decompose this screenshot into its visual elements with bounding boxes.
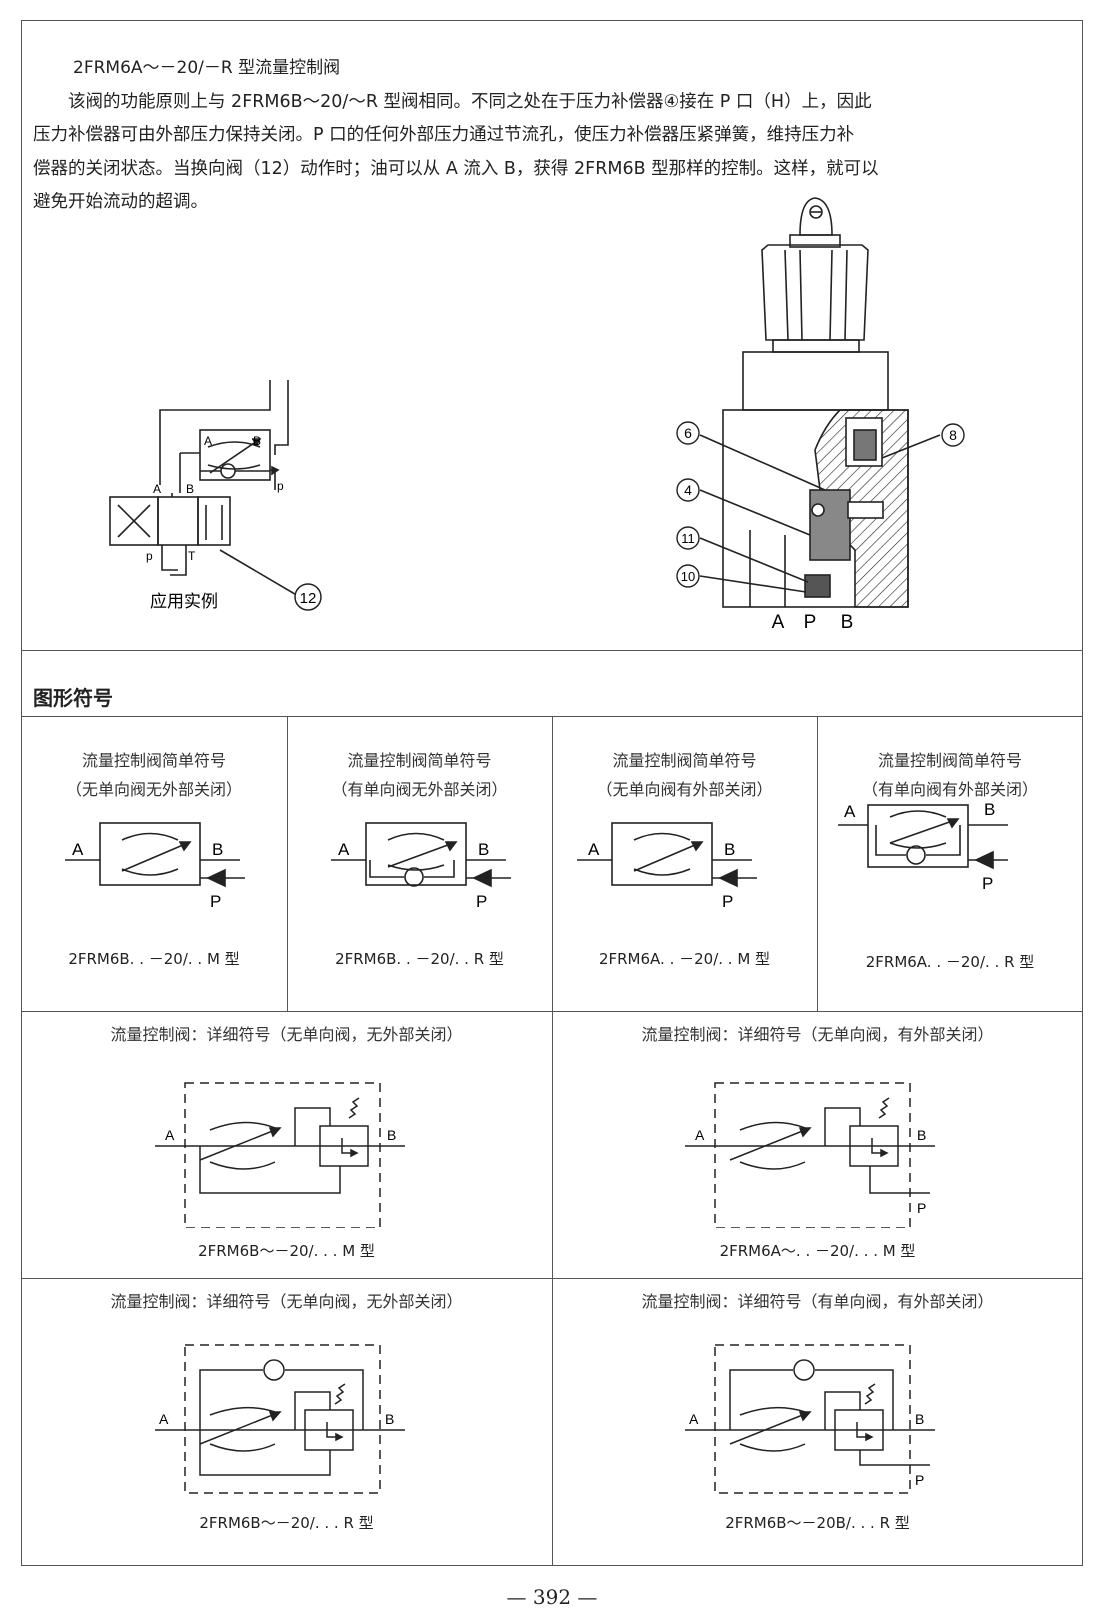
simple-symbol-m-external: A B P xyxy=(577,822,757,911)
detail-symbol-m-external: A B P xyxy=(685,1082,935,1228)
simple-symbol-subtitle: （无单向阀有外部关闭） xyxy=(596,780,773,799)
port-label: B xyxy=(917,1127,926,1143)
intro-line: 压力补偿器可由外部压力保持关闭。P 口的任何外部压力通过节流孔，使压力补偿器压紧… xyxy=(33,125,855,145)
port-label: A xyxy=(772,612,785,633)
model-code: 2FRM6B～－20/. . . R 型 xyxy=(199,1514,374,1532)
port-label: B xyxy=(385,1411,394,1427)
port-label: P xyxy=(476,892,487,911)
port-label: B xyxy=(724,840,735,859)
intro-line: 偿器的关闭状态。当换向阀（12）动作时；油可以从 A 流入 B，获得 2FRM6… xyxy=(33,158,879,179)
callout-11: 11 xyxy=(681,531,695,546)
simple-symbol-r-external: A B P xyxy=(838,800,1008,893)
simple-symbol-subtitle: （有单向阀有外部关闭） xyxy=(861,780,1038,799)
intro-text: 2FRM6A～－20/－R 型流量控制阀 该阀的功能原则上与 2FRM6B～20… xyxy=(33,52,1079,220)
port-label: B xyxy=(984,800,995,819)
port-label: p xyxy=(146,549,153,563)
port-label: B xyxy=(253,434,261,448)
intro-title: 2FRM6A～－20/－R 型流量控制阀 xyxy=(73,58,341,78)
divider xyxy=(21,650,1083,651)
port-label: A xyxy=(153,482,161,496)
port-label: A xyxy=(689,1411,699,1427)
callout-4: 4 xyxy=(684,482,692,498)
port-label: B xyxy=(841,612,854,633)
port-label: B xyxy=(478,840,489,859)
section-title: 图形符号 xyxy=(33,686,113,710)
port-label: B xyxy=(186,482,194,496)
callout-10: 10 xyxy=(681,569,695,584)
port-label: A xyxy=(695,1127,705,1143)
detail-symbol-r-external: A B P xyxy=(685,1344,935,1494)
port-label: B xyxy=(915,1411,924,1427)
page-number: — 392 — xyxy=(506,1585,598,1609)
port-label: A xyxy=(844,802,856,821)
port-label: A xyxy=(165,1127,175,1143)
port-label: P xyxy=(915,1472,924,1488)
port-label: T xyxy=(188,549,196,563)
port-label: A xyxy=(338,840,350,859)
port-label: P xyxy=(982,874,993,893)
divider xyxy=(817,716,818,1011)
port-label: P xyxy=(210,892,221,911)
port-label: A xyxy=(588,840,600,859)
simple-symbol-title: 流量控制阀简单符号 xyxy=(877,751,1022,770)
divider xyxy=(552,716,553,1566)
simple-symbol-subtitle: （有单向阀无外部关闭） xyxy=(331,780,508,799)
model-code: 2FRM6B～－20/. . . M 型 xyxy=(198,1242,375,1260)
port-label: P xyxy=(722,892,733,911)
port-label: P xyxy=(917,1200,926,1216)
detail-symbol-title: 流量控制阀：详细符号（有单向阀，有外部关闭） xyxy=(641,1292,994,1311)
model-code: 2FRM6A. . －20/. . M 型 xyxy=(598,950,771,968)
model-code: 2FRM6B. . －20/. . R 型 xyxy=(335,950,504,968)
port-label: A xyxy=(159,1411,169,1427)
application-caption: 应用实例 xyxy=(150,592,218,611)
port-label: p xyxy=(277,479,284,493)
detail-symbol-title: 流量控制阀：详细符号（无单向阀，有外部关闭） xyxy=(641,1025,994,1044)
port-label: P xyxy=(804,612,817,633)
valve-section-view: 6 4 11 10 8 A P B xyxy=(676,197,965,633)
port-label: B xyxy=(212,840,223,859)
divider xyxy=(287,716,288,1011)
simple-symbol-title: 流量控制阀简单符号 xyxy=(81,751,226,770)
port-label: A xyxy=(204,434,212,448)
model-code: 2FRM6A～. . －20/. . . M 型 xyxy=(719,1242,916,1260)
simple-symbol-m: A B P xyxy=(65,822,245,911)
intro-line: 避免开始流动的超调。 xyxy=(33,192,208,212)
simple-symbol-title: 流量控制阀简单符号 xyxy=(612,751,757,770)
application-circuit-diagram: 12 A B p A B p T 应用实例 xyxy=(109,380,322,611)
detail-symbol-title: 流量控制阀：详细符号（无单向阀，无外部关闭） xyxy=(110,1292,463,1311)
model-code: 2FRM6B～－20B/. . . R 型 xyxy=(725,1514,910,1532)
detail-symbol-title: 流量控制阀：详细符号（无单向阀，无外部关闭） xyxy=(110,1025,463,1044)
callout-12: 12 xyxy=(300,590,317,607)
detail-symbol-r: A B xyxy=(155,1344,405,1494)
intro-line: 该阀的功能原则上与 2FRM6B～20/～R 型阀相同。不同之处在于压力补偿器④… xyxy=(33,91,872,112)
simple-symbol-r: A B P xyxy=(331,822,511,911)
callout-6: 6 xyxy=(684,425,692,441)
model-code: 2FRM6A. . －20/. . R 型 xyxy=(865,953,1035,971)
detail-symbol-m: A B xyxy=(155,1082,405,1228)
port-label: A xyxy=(72,840,84,859)
model-code: 2FRM6B. . －20/. . M 型 xyxy=(68,950,240,968)
simple-symbol-subtitle: （无单向阀无外部关闭） xyxy=(65,780,242,799)
callout-8: 8 xyxy=(949,427,957,443)
port-label: B xyxy=(387,1127,396,1143)
simple-symbol-title: 流量控制阀简单符号 xyxy=(347,751,492,770)
